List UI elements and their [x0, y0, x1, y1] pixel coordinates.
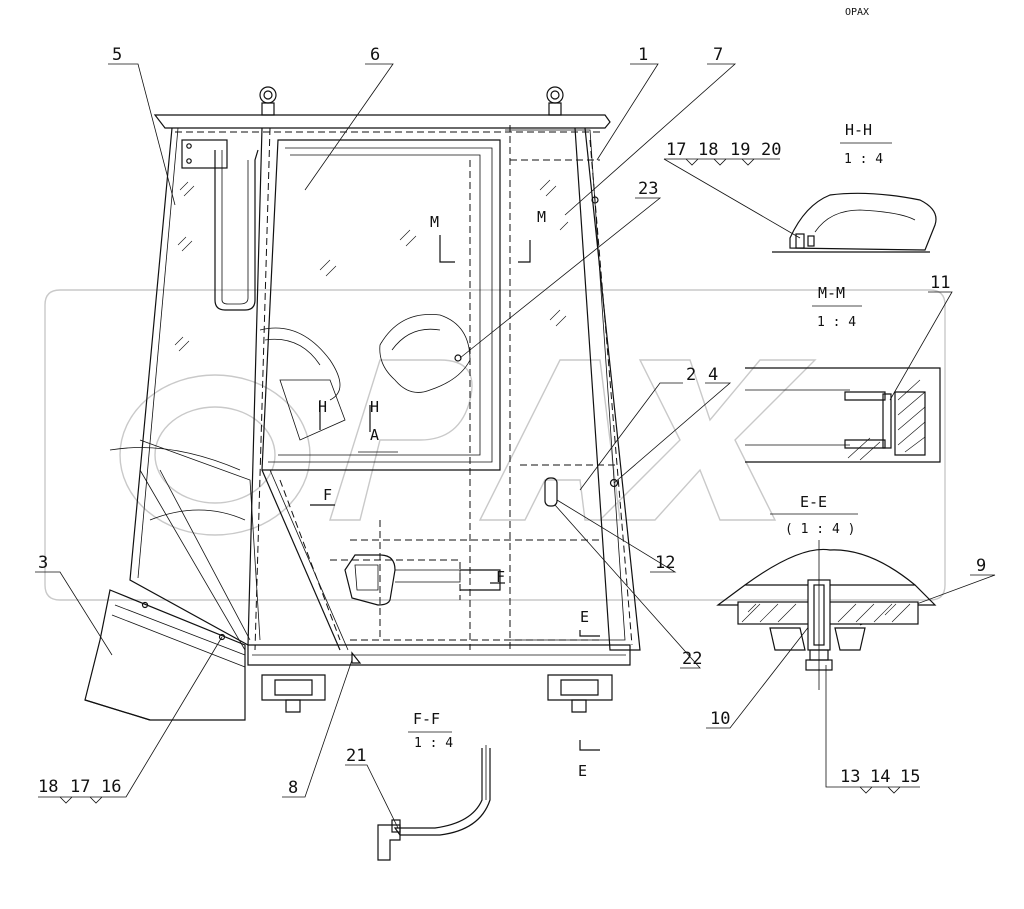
rubber-mount-right: [547, 674, 613, 713]
rubber-mount-left: [261, 674, 326, 713]
part-number-4: 4: [708, 365, 718, 385]
section-f-f: F-F 1 : 4: [377, 710, 491, 861]
glass-hatching: [174, 179, 569, 352]
section-e-e: E-E ( 1 : 4 ): [716, 493, 937, 690]
part-number-hh-19: 19: [730, 140, 750, 160]
cut-line-e-bottom: [579, 740, 600, 751]
part-number-5: 5: [112, 45, 122, 65]
part-number-13: 13: [840, 767, 860, 787]
cut-mark-f-left: F: [323, 486, 332, 504]
part-number-8: 8: [288, 778, 298, 798]
section-h-h-title: H-H: [845, 121, 872, 139]
part-number-3: 3: [38, 553, 48, 573]
part-number-hh-20: 20: [761, 140, 781, 160]
door-handle: [344, 554, 501, 606]
part-number-16: 16: [101, 777, 121, 797]
part-number-2: 2: [686, 365, 696, 385]
part-number-18: 18: [38, 777, 58, 797]
part-callouts: 5 6 1 7 23 2 4 11 12 22 3 8 9 10 18 17 1…: [35, 45, 996, 829]
part-number-11: 11: [930, 273, 950, 293]
lifting-eye-right: [546, 86, 564, 116]
cut-mark-h-right: H: [370, 398, 379, 416]
part-number-17: 17: [70, 777, 90, 797]
cut-mark-labels: M M H H A F F E E: [318, 208, 589, 780]
part-number-9: 9: [976, 556, 986, 576]
section-m-m-scale: 1 : 4: [817, 315, 856, 330]
section-e-e-title: E-E: [800, 493, 827, 511]
cut-line-e-top: [579, 630, 600, 637]
part-number-1: 1: [638, 45, 648, 65]
section-h-h-scale: 1 : 4: [844, 152, 883, 167]
section-f-f-title: F-F: [413, 710, 440, 728]
part-number-hh-17: 17: [666, 140, 686, 160]
section-m-m-title: M-M: [818, 284, 845, 302]
cut-line-m-right: [518, 240, 531, 263]
part-number-7: 7: [713, 45, 723, 65]
part-number-21: 21: [346, 746, 366, 766]
section-m-m: M-M 1 : 4: [745, 284, 941, 463]
cut-mark-a: A: [370, 426, 379, 444]
lifting-eye-left: [259, 86, 277, 116]
cut-mark-e-bottom: E: [578, 762, 587, 780]
cut-mark-e-top: E: [580, 608, 589, 626]
part-number-14: 14: [870, 767, 890, 787]
part-number-15: 15: [900, 767, 920, 787]
watermark: OPAX: [44, 7, 946, 601]
part-number-23: 23: [638, 179, 658, 199]
cut-mark-m-left: M: [430, 213, 439, 231]
cut-line-m-left: [439, 235, 455, 263]
part-number-6: 6: [370, 45, 380, 65]
section-h-h: H-H 1 : 4: [772, 121, 937, 253]
section-e-e-scale: ( 1 : 4 ): [785, 522, 855, 537]
part-number-10: 10: [710, 709, 730, 729]
part-number-hh-18: 18: [698, 140, 718, 160]
cut-mark-m-right: M: [537, 208, 546, 226]
watermark-text: OPAX: [845, 7, 869, 18]
cut-mark-f-right: F: [496, 568, 505, 586]
cab-main-view: [84, 86, 641, 751]
cut-mark-h-left: H: [318, 398, 327, 416]
part-number-22: 22: [682, 649, 702, 669]
part-number-12: 12: [655, 553, 675, 573]
section-f-f-scale: 1 : 4: [414, 736, 453, 751]
